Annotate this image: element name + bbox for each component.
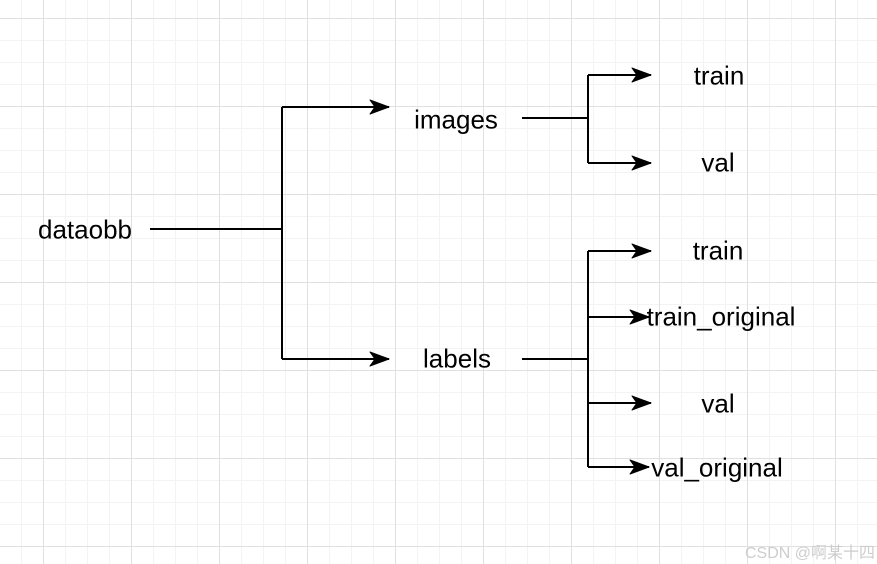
node-labels: labels [423, 343, 491, 374]
node-images-val: val [701, 147, 735, 178]
node-labels-val: val [701, 388, 735, 419]
node-images: images [414, 104, 498, 135]
node-labels-train: train [692, 235, 744, 266]
node-labels-val-original: val_original [651, 452, 783, 483]
csdn-watermark: CSDN @啊某十四 [744, 545, 875, 562]
node-images-train: train [693, 60, 745, 91]
node-dataobb: dataobb [38, 214, 132, 245]
node-labels-train-original: train_original [646, 301, 796, 332]
